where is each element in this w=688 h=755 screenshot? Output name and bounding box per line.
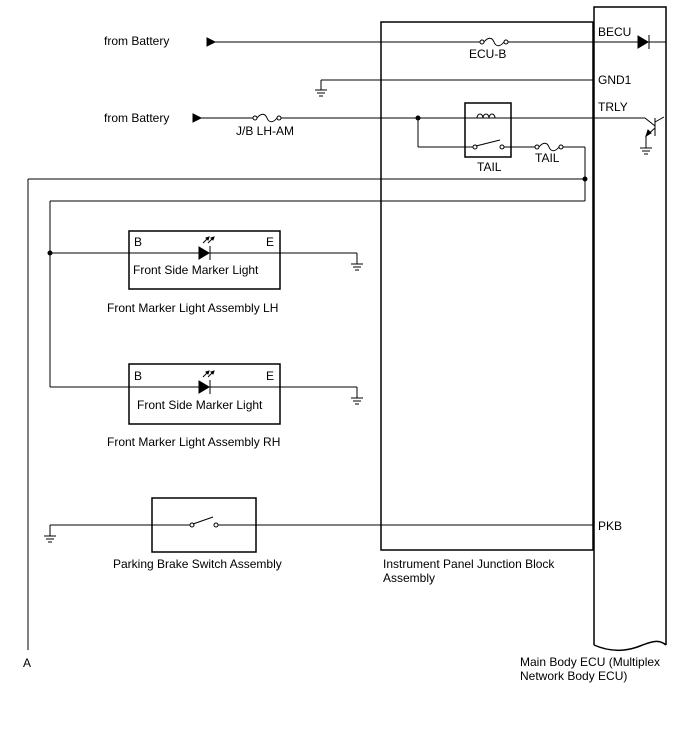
diode-icon xyxy=(637,35,666,49)
arrow-right-icon xyxy=(206,37,217,47)
jb-lh-am-fuse-label: J/B LH-AM xyxy=(236,124,294,138)
from-battery-label-2: from Battery xyxy=(104,111,169,125)
gnd1-terminal-label: GND1 xyxy=(598,73,632,87)
front-lh-assembly-label: Front Marker Light Assembly LH xyxy=(107,301,278,315)
tail-output-wiring: A xyxy=(23,147,588,670)
ground-icon xyxy=(315,89,327,97)
tail-fuse-label: TAIL xyxy=(535,151,560,165)
main-ecu-label-2: Network Body ECU) xyxy=(520,669,627,683)
front-rh-terminal-e: E xyxy=(266,369,274,383)
ground-icon xyxy=(640,147,652,155)
junction-block-label-2: Assembly xyxy=(383,571,435,585)
relay-switch-icon xyxy=(472,139,505,150)
ecu-b-fuse-label: ECU-B xyxy=(469,47,506,61)
ground-icon xyxy=(351,263,363,271)
becu-terminal-label: BECU xyxy=(598,25,631,39)
junction-block-label-1: Instrument Panel Junction Block xyxy=(383,557,555,571)
parking-brake-switch: Parking Brake Switch Assembly PKB xyxy=(44,497,622,571)
front-marker-light-lh: B E Front Side Marker Light Front Marker… xyxy=(107,230,363,315)
front-marker-rh-box xyxy=(128,363,281,425)
relay-coil-icon xyxy=(470,113,505,119)
transistor-icon xyxy=(594,116,665,148)
tail-relay-box xyxy=(464,102,512,158)
from-battery-label-1: from Battery xyxy=(104,34,169,48)
pkb-terminal-label: PKB xyxy=(598,519,622,533)
front-lh-terminal-e: E xyxy=(266,235,274,249)
parking-brake-assembly-label: Parking Brake Switch Assembly xyxy=(113,557,282,571)
front-rh-component-label: Front Side Marker Light xyxy=(137,398,263,412)
fuse-jb-lh-am-icon xyxy=(252,113,282,123)
becu-circuit: from Battery ECU-B BECU xyxy=(104,25,666,61)
led-icon xyxy=(198,236,215,260)
ground-icon xyxy=(351,397,363,405)
tail-relay-circuit: from Battery J/B LH-AM TAIL xyxy=(104,100,665,174)
arrow-right-icon xyxy=(192,113,203,123)
led-icon xyxy=(198,370,215,394)
front-marker-lh-box xyxy=(128,230,281,290)
front-rh-assembly-label: Front Marker Light Assembly RH xyxy=(107,435,280,449)
front-lh-terminal-b: B xyxy=(134,235,142,249)
front-marker-light-rh: B E Front Side Marker Light Front Marker… xyxy=(107,363,363,449)
trly-terminal-label: TRLY xyxy=(598,100,628,114)
ground-icon xyxy=(44,535,56,543)
gnd1-circuit: GND1 xyxy=(315,73,632,97)
main-ecu-label-1: Main Body ECU (Multiplex xyxy=(520,655,660,669)
point-a-label: A xyxy=(23,656,31,670)
main-body-ecu-box xyxy=(593,6,667,652)
fuse-tail-icon xyxy=(534,142,564,152)
front-lh-component-label: Front Side Marker Light xyxy=(133,263,259,277)
junction-block-box xyxy=(380,21,594,551)
front-rh-terminal-b: B xyxy=(134,369,142,383)
switch-icon xyxy=(189,516,219,528)
tail-relay-label: TAIL xyxy=(477,160,502,174)
fuse-ecu-b-icon xyxy=(479,37,509,47)
